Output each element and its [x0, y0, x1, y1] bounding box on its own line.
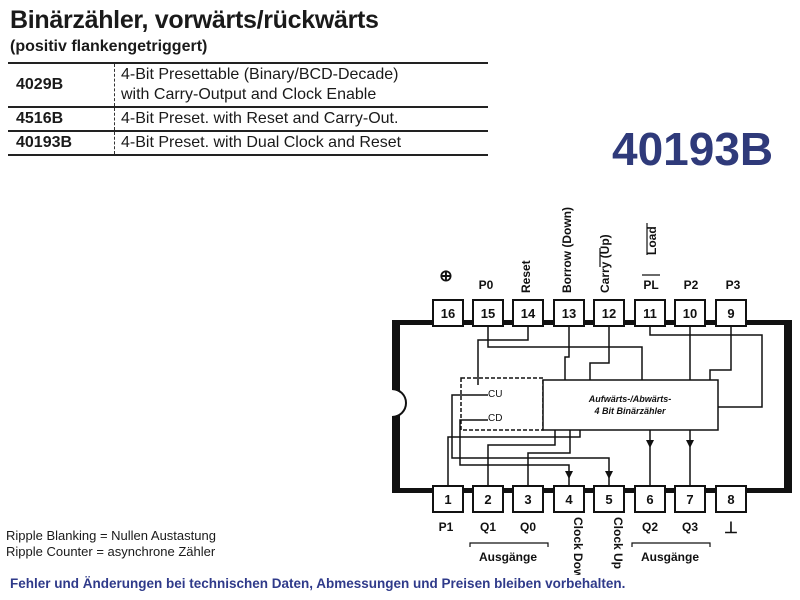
pin3-number: 3 — [524, 492, 531, 507]
pin11-number: 11 — [643, 306, 657, 321]
clock-up-label: CU — [488, 389, 502, 400]
pin14-number: 14 — [521, 306, 536, 321]
part-description: 4-Bit Presettable (Binary/BCD-Decade) wi… — [115, 63, 489, 107]
pin5-number: 5 — [605, 492, 612, 507]
pin10-label: P2 — [684, 278, 699, 292]
part-description: 4-Bit Preset. with Dual Clock and Reset — [115, 131, 489, 155]
outputs-label-left: Ausgänge — [479, 550, 537, 564]
featured-part-number: 40193B — [612, 123, 774, 175]
pin14-label: Reset — [519, 260, 533, 293]
outputs-bracket-left — [469, 542, 549, 547]
table-row: 40193B 4-Bit Preset. with Dual Clock and… — [8, 131, 488, 155]
internal-wiring — [447, 326, 763, 486]
pin12-label: Carry (Up) — [598, 234, 612, 293]
counter-block — [542, 379, 719, 431]
pin6-label: Q2 — [642, 520, 658, 534]
pin8-number: 8 — [727, 492, 734, 507]
pin4-label: Clock Down — [571, 517, 585, 575]
part-number: 4029B — [8, 63, 115, 107]
counter-block-line: Aufwärts-/Abwärts- — [588, 394, 672, 404]
table-row: 4029B 4-Bit Presettable (Binary/BCD-Deca… — [8, 63, 488, 107]
page-subtitle: (positiv flankengetriggert) — [10, 38, 208, 55]
variants-table: 4029B 4-Bit Presettable (Binary/BCD-Deca… — [8, 62, 488, 156]
counter-block-line: 4 Bit Binärzähler — [593, 406, 666, 416]
pin4-number: 4 — [565, 492, 573, 507]
description-line: 4-Bit Preset. with Dual Clock and Reset — [121, 134, 402, 151]
chip-notch — [391, 388, 407, 418]
pin7-number: 7 — [686, 492, 693, 507]
pin13-number: 13 — [562, 306, 576, 321]
description-line: 4-Bit Presettable (Binary/BCD-Decade) — [121, 66, 399, 83]
pin16-number: 16 — [441, 306, 455, 321]
note-ripple-counter: Ripple Counter = asynchrone Zähler — [6, 544, 216, 559]
pin15-number: 15 — [481, 306, 495, 321]
pin11-label: PL — [643, 278, 658, 292]
pin15-label: P0 — [479, 278, 494, 292]
pin9-number: 9 — [727, 306, 734, 321]
table-row: 4516B 4-Bit Preset. with Reset and Carry… — [8, 107, 488, 131]
pin13-label: Borrow (Down) — [560, 207, 574, 293]
part-number: 4516B — [8, 107, 115, 131]
ic-pinout-diagram: ⊕ P0 Reset Borrow (Down) Carry (Up) Load… — [391, 207, 792, 575]
pin-8 — [715, 485, 747, 513]
pin-6 — [634, 485, 666, 513]
pin2-number: 2 — [484, 492, 491, 507]
pin5-label: Clock Up — [611, 517, 625, 569]
clock-input-block — [460, 377, 544, 431]
description-line: with Carry-Output and Clock Enable — [121, 86, 377, 103]
page-title: Binärzähler, vorwärts/rückwärts — [10, 6, 379, 34]
pin-9 — [715, 299, 747, 327]
footer-disclaimer: Fehler und Änderungen bei technischen Da… — [10, 576, 626, 591]
part-number: 40193B — [8, 131, 115, 155]
outputs-label-right: Ausgänge — [641, 550, 699, 564]
pin12-number: 12 — [602, 306, 616, 321]
pin3-label: Q0 — [520, 520, 536, 534]
pin11-label-top: Load — [645, 226, 659, 255]
pin9-label: P3 — [726, 278, 741, 292]
pin10-number: 10 — [683, 306, 697, 321]
pin8-label: ⊥ — [724, 520, 738, 537]
pin7-label: Q3 — [682, 520, 698, 534]
clock-down-label: CD — [488, 413, 502, 424]
pin2-label: Q1 — [480, 520, 496, 534]
pin6-number: 6 — [646, 492, 653, 507]
description-line: 4-Bit Preset. with Reset and Carry-Out. — [121, 110, 399, 127]
pin1-number: 1 — [444, 492, 451, 507]
pin1-label: P1 — [439, 520, 454, 534]
part-description: 4-Bit Preset. with Reset and Carry-Out. — [115, 107, 489, 131]
pin-16 — [432, 299, 464, 327]
note-ripple-blanking: Ripple Blanking = Nullen Austastung — [6, 528, 216, 543]
pin16-label: ⊕ — [439, 268, 452, 285]
pin-10 — [674, 299, 706, 327]
outputs-bracket-right — [631, 542, 711, 547]
